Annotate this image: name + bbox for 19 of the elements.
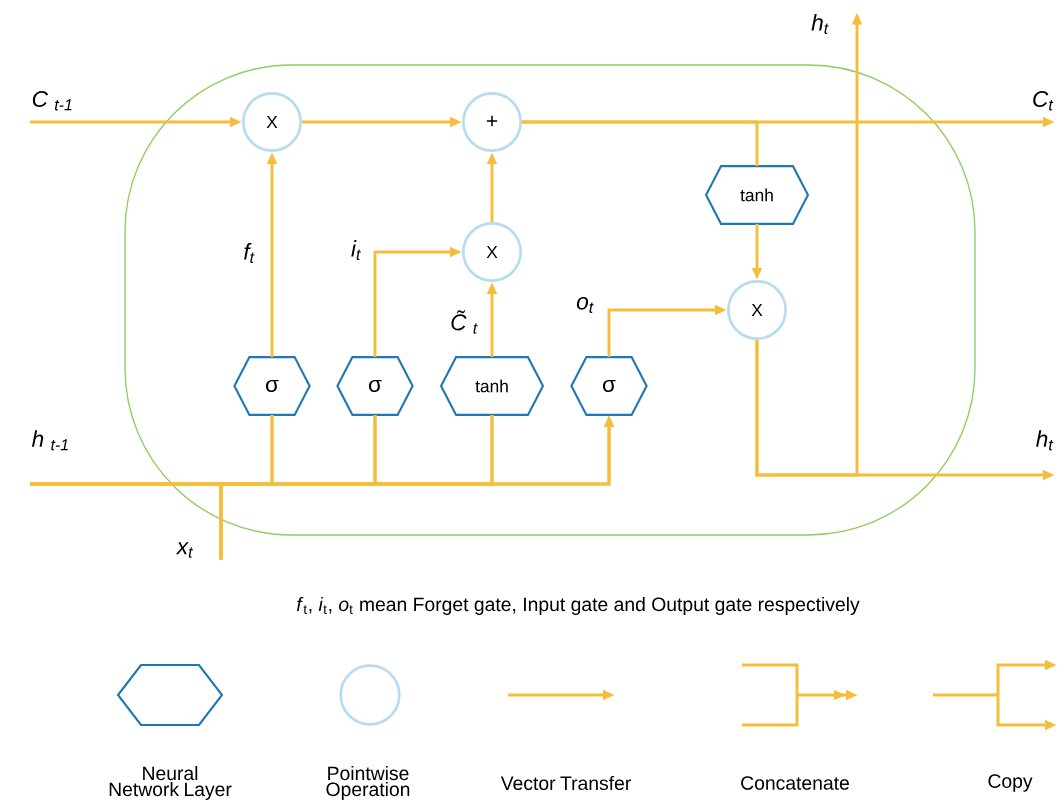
- legend-label: Vector Transfer: [500, 775, 631, 791]
- neural-network-layer: σ: [570, 356, 648, 416]
- caption: f$_{t}$, i$_{t}$, o$_{t}$ mean Forget gate, Input gate and Output gate respectively: [296, 597, 860, 615]
- neural-network-layer: σ: [233, 356, 311, 416]
- legend-label: Neural Network Layer: [109, 766, 232, 800]
- edge-label: f$_{t}$: [244, 243, 255, 263]
- legend-label: Concatenate: [741, 776, 849, 790]
- edge-label: i$_{t}$: [351, 240, 361, 260]
- variable-label: h $_{t-1}$: [32, 430, 68, 451]
- legend-label: Copy: [988, 774, 1033, 792]
- neural-network-layer: σ: [336, 356, 414, 416]
- variable-label: x$_{t}$: [175, 542, 194, 558]
- edge-label: o$_{t}$: [576, 297, 594, 313]
- variable-label: h$_{t}$: [811, 14, 829, 34]
- variable-label: h$_{t}$: [1036, 430, 1054, 451]
- variable-label: C $_{t-1}$: [32, 90, 72, 111]
- legend-label: Pointwise Operation: [326, 766, 410, 800]
- variable-label: C$_{t}$: [1033, 90, 1054, 111]
- edge-label: C̃ $_{t}$: [451, 310, 478, 334]
